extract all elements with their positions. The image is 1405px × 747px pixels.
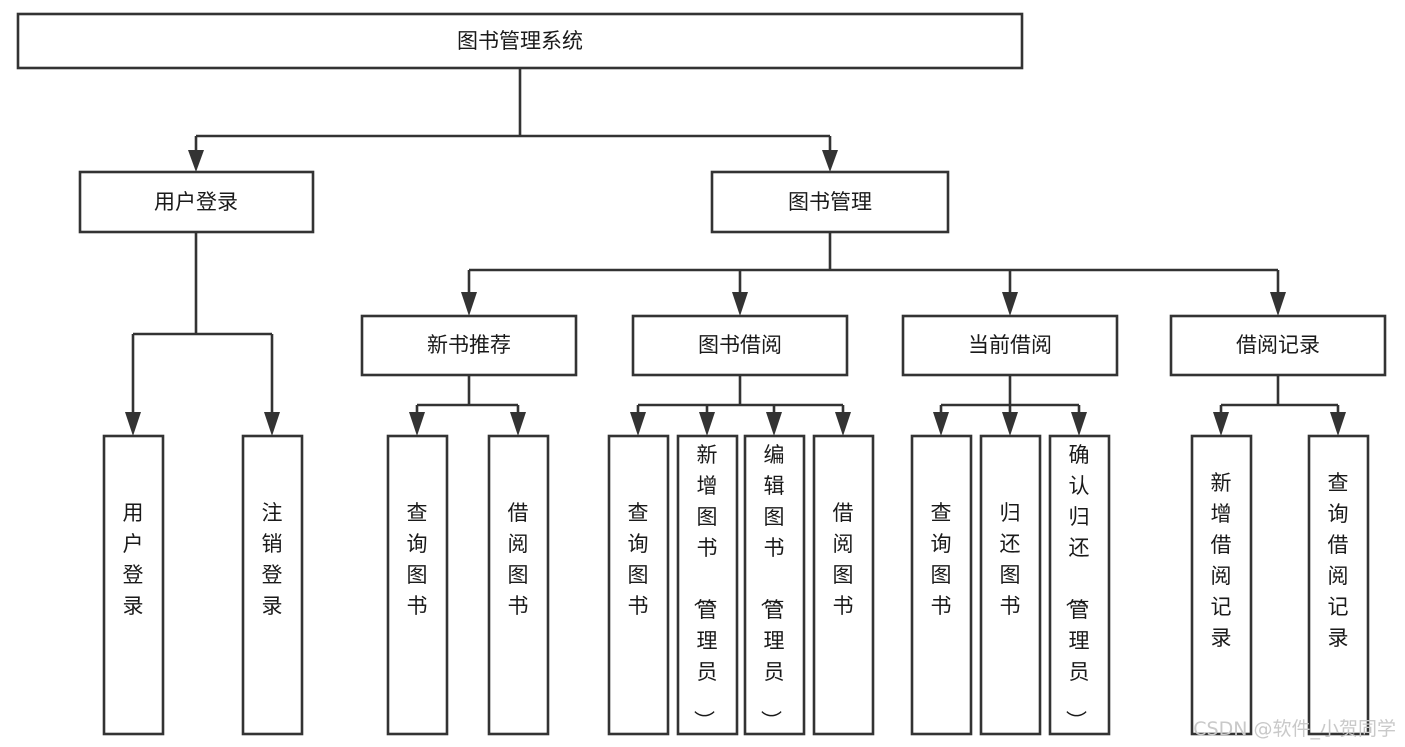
node-leaf-return-book[interactable]: 归还图书 bbox=[979, 434, 1042, 736]
node-leaf-query-book-3[interactable]: 查询图书 bbox=[910, 434, 973, 736]
node-leaf-query-book-1-box[interactable] bbox=[386, 434, 449, 736]
node-user-login-label: 用户登录 bbox=[154, 190, 238, 214]
node-leaf-return-book-box[interactable] bbox=[979, 434, 1042, 736]
arrow-l3-c3 bbox=[1270, 292, 1286, 316]
node-leaf-query-book-3-box[interactable] bbox=[910, 434, 973, 736]
node-leaf-user-logout-box[interactable] bbox=[241, 434, 304, 736]
arrow-cb-c2 bbox=[1071, 412, 1087, 436]
node-root-box[interactable] bbox=[16, 12, 1024, 70]
node-book-borrow-box[interactable] bbox=[631, 314, 849, 377]
arrow-bb-c3 bbox=[835, 412, 851, 436]
node-current-borrow-box[interactable] bbox=[901, 314, 1119, 377]
node-leaf-query-book-3-label: 查询图书 bbox=[931, 501, 952, 618]
node-leaf-add-record-label: 新增借阅记录 bbox=[1211, 471, 1232, 650]
node-leaf-add-book-label: 新增图书（管理员） bbox=[692, 443, 718, 731]
node-borrow-record[interactable]: 借阅记录 bbox=[1169, 314, 1387, 377]
node-borrow-record-box[interactable] bbox=[1169, 314, 1387, 377]
node-leaf-query-book-2-box[interactable] bbox=[607, 434, 670, 736]
node-leaf-query-record-box[interactable] bbox=[1307, 434, 1370, 736]
node-new-book-rec-label: 新书推荐 bbox=[427, 333, 511, 357]
node-leaf-edit-book[interactable]: 编辑图书（管理员） bbox=[743, 434, 806, 736]
node-leaf-add-book[interactable]: 新增图书（管理员） bbox=[676, 434, 739, 736]
node-leaf-add-record[interactable]: 新增借阅记录 bbox=[1190, 434, 1253, 736]
node-leaf-query-book-1-label: 查询图书 bbox=[407, 501, 428, 618]
node-book-borrow[interactable]: 图书借阅 bbox=[631, 314, 849, 377]
node-leaf-edit-book-label: 编辑图书（管理员） bbox=[759, 443, 785, 731]
node-root-label: 图书管理系统 bbox=[457, 29, 583, 53]
node-leaf-add-record-box[interactable] bbox=[1190, 434, 1253, 736]
arrow-cb-c0 bbox=[933, 412, 949, 436]
node-leaf-user-login[interactable]: 用户登录 bbox=[102, 434, 165, 736]
node-user-login-box[interactable] bbox=[78, 170, 315, 234]
node-new-book-rec-box[interactable] bbox=[360, 314, 578, 377]
node-leaf-return-book-label: 归还图书 bbox=[1000, 501, 1021, 618]
node-leaf-query-record[interactable]: 查询借阅记录 bbox=[1307, 434, 1370, 736]
node-leaf-borrow-book-2-label: 借阅图书 bbox=[833, 501, 854, 618]
arrow-bb-c0 bbox=[630, 412, 646, 436]
node-leaf-user-logout[interactable]: 注销登录 bbox=[241, 434, 304, 736]
node-borrow-record-label: 借阅记录 bbox=[1236, 333, 1320, 357]
arrow-l3-c0 bbox=[461, 292, 477, 316]
node-leaf-query-book-2[interactable]: 查询图书 bbox=[607, 434, 670, 736]
arrow-l3-c2 bbox=[1002, 292, 1018, 316]
node-leaf-borrow-book-1-box[interactable] bbox=[487, 434, 550, 736]
arrow-l3-c1 bbox=[732, 292, 748, 316]
arrow-nbr-c0 bbox=[409, 412, 425, 436]
node-current-borrow-label: 当前借阅 bbox=[968, 333, 1052, 357]
node-book-manage[interactable]: 图书管理 bbox=[710, 170, 950, 234]
node-leaf-add-book-box[interactable] bbox=[676, 434, 739, 736]
node-book-borrow-label: 图书借阅 bbox=[698, 333, 782, 357]
csdn-watermark: CSDN @软件_小贺同学 bbox=[1193, 718, 1396, 740]
node-leaf-confirm-return-label: 确认归还（管理员） bbox=[1064, 443, 1090, 731]
node-leaf-user-login-box[interactable] bbox=[102, 434, 165, 736]
node-leaf-query-book-2-label: 查询图书 bbox=[628, 501, 649, 618]
arrow-to-book-manage bbox=[822, 150, 838, 172]
node-root[interactable]: 图书管理系统 bbox=[16, 12, 1024, 70]
arrow-to-user-login bbox=[188, 150, 204, 172]
node-leaf-user-logout-label: 注销登录 bbox=[262, 501, 283, 618]
connector-layer bbox=[125, 68, 1346, 436]
arrow-ul-c0 bbox=[125, 412, 141, 436]
arrow-ul-c1 bbox=[264, 412, 280, 436]
arrow-cb-c1 bbox=[1002, 412, 1018, 436]
arrow-bb-c1 bbox=[699, 412, 715, 436]
arrow-bb-c2 bbox=[766, 412, 782, 436]
node-new-book-rec[interactable]: 新书推荐 bbox=[360, 314, 578, 377]
arrow-br-c1 bbox=[1330, 412, 1346, 436]
node-leaf-user-login-label: 用户登录 bbox=[123, 501, 144, 618]
node-leaf-borrow-book-1[interactable]: 借阅图书 bbox=[487, 434, 550, 736]
arrow-br-c0 bbox=[1213, 412, 1229, 436]
node-leaf-borrow-book-1-label: 借阅图书 bbox=[508, 501, 529, 618]
node-leaf-confirm-return[interactable]: 确认归还（管理员） bbox=[1048, 434, 1111, 736]
node-leaf-confirm-return-box[interactable] bbox=[1048, 434, 1111, 736]
node-current-borrow[interactable]: 当前借阅 bbox=[901, 314, 1119, 377]
node-book-manage-label: 图书管理 bbox=[788, 190, 872, 214]
node-leaf-borrow-book-2-box[interactable] bbox=[812, 434, 875, 736]
node-leaf-query-book-1[interactable]: 查询图书 bbox=[386, 434, 449, 736]
arrow-nbr-c1 bbox=[510, 412, 526, 436]
node-leaf-query-record-label: 查询借阅记录 bbox=[1328, 471, 1349, 650]
node-leaf-borrow-book-2[interactable]: 借阅图书 bbox=[812, 434, 875, 736]
node-user-login[interactable]: 用户登录 bbox=[78, 170, 315, 234]
node-book-manage-box[interactable] bbox=[710, 170, 950, 234]
node-leaf-edit-book-box[interactable] bbox=[743, 434, 806, 736]
